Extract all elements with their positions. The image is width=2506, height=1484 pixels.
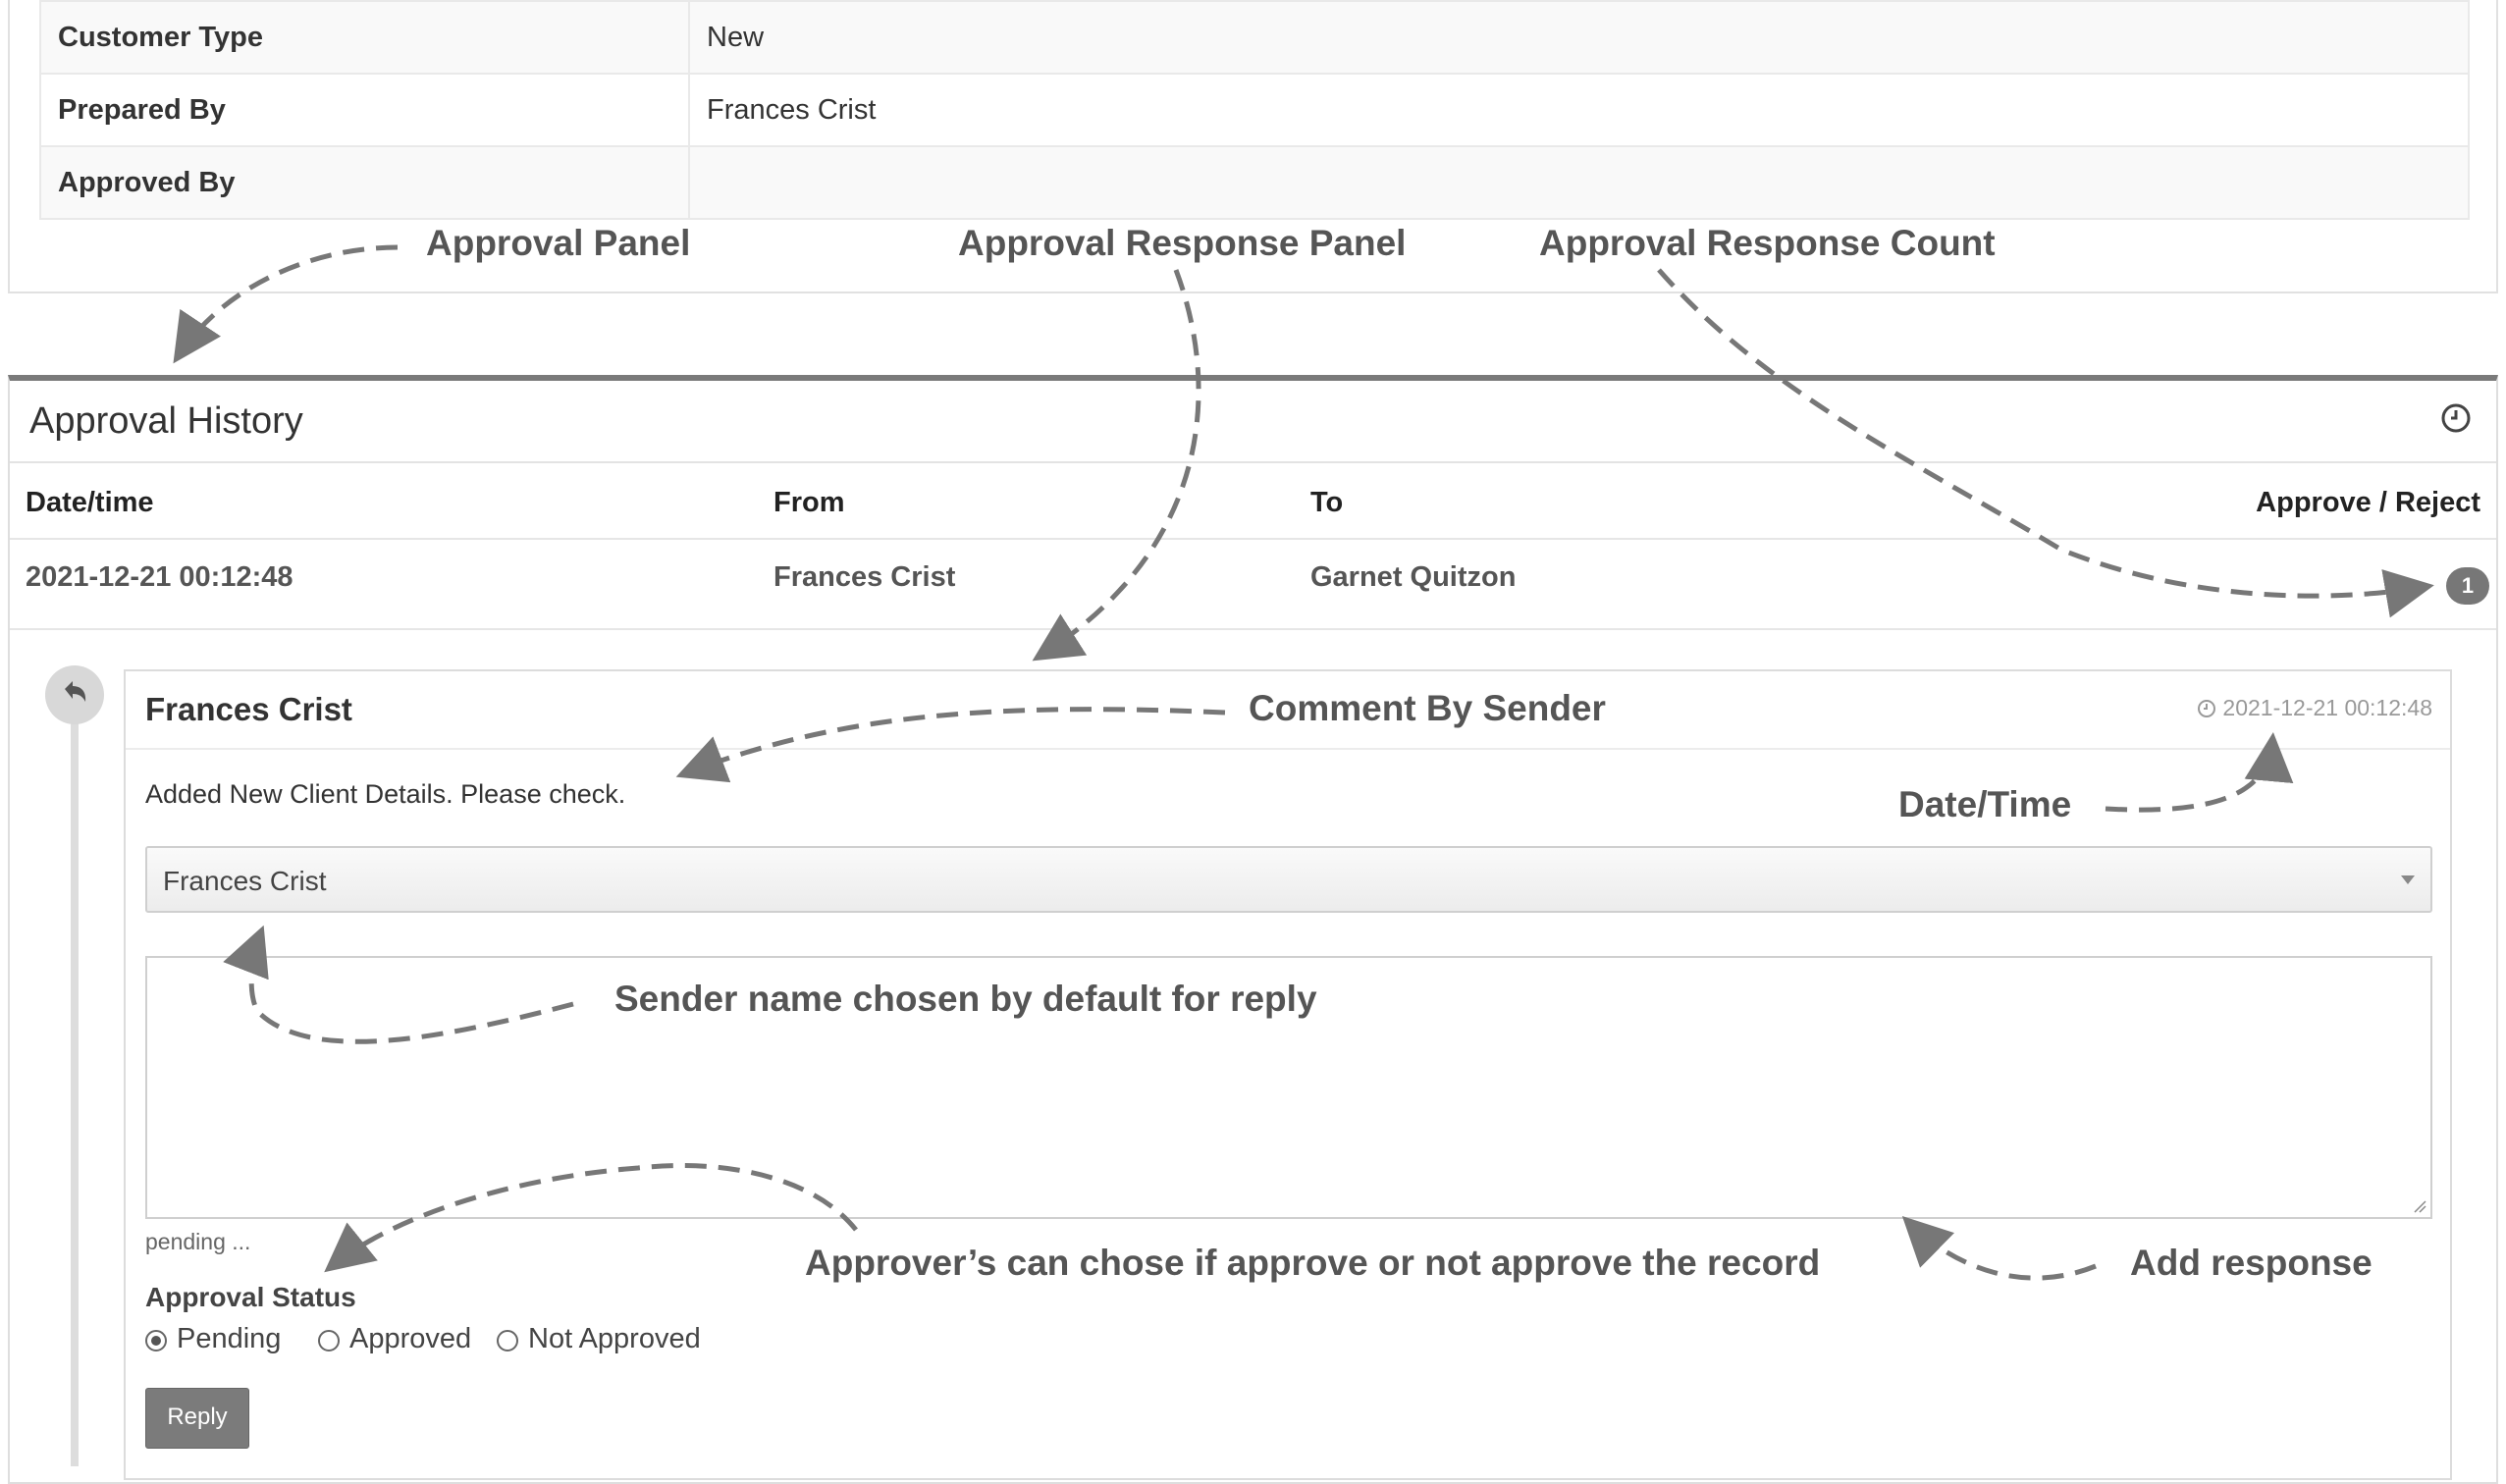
annotation-approval-response-panel: Approval Response Panel xyxy=(958,223,1407,263)
resize-handle-icon[interactable] xyxy=(2413,1199,2426,1213)
reply-status-text: pending ... xyxy=(145,1229,251,1254)
column-header-approve-reject: Approve / Reject xyxy=(2256,487,2480,518)
row-datetime: 2021-12-21 00:12:48 xyxy=(26,561,293,593)
column-header-to: To xyxy=(1310,487,1344,518)
row-to: Garnet Quitzon xyxy=(1310,561,1517,593)
annotation-approval-panel: Approval Panel xyxy=(426,223,691,263)
annotation-date-time: Date/Time xyxy=(1898,784,2072,824)
customer-type-label: Customer Type xyxy=(39,0,690,75)
table-row: Prepared By Frances Crist xyxy=(39,73,2470,147)
reply-icon xyxy=(45,665,104,724)
annotation-sender-default: Sender name chosen by default for reply xyxy=(614,979,1317,1019)
radio-pending-label: Pending xyxy=(177,1323,282,1354)
sender-name: Frances Crist xyxy=(145,691,352,727)
approval-history-panel: Approval History Date/time From To Appro… xyxy=(8,375,2498,1484)
radio-approved[interactable]: Approved xyxy=(318,1323,471,1355)
row-from: Frances Crist xyxy=(773,561,956,593)
reply-to-selected-value: Frances Crist xyxy=(163,866,327,896)
comment-text: Added New Client Details. Please check. xyxy=(145,779,626,809)
chevron-down-icon xyxy=(2401,875,2415,884)
annotation-add-response: Add response xyxy=(2130,1243,2373,1283)
prepared-by-value: Frances Crist xyxy=(688,73,2470,147)
reply-to-select[interactable]: Frances Crist xyxy=(145,846,2432,913)
timeline-line xyxy=(71,711,79,1466)
annotation-comment-by-sender: Comment By Sender xyxy=(1249,688,1606,728)
radio-unchecked-icon xyxy=(497,1330,518,1352)
table-row: Customer Type New xyxy=(39,0,2470,75)
radio-pending[interactable]: Pending xyxy=(145,1323,281,1355)
annotation-approval-response-count: Approval Response Count xyxy=(1539,223,1996,263)
radio-approved-label: Approved xyxy=(349,1323,472,1354)
table-row: Approved By xyxy=(39,145,2470,220)
row-divider xyxy=(10,538,2496,540)
response-count-badge[interactable]: 1 xyxy=(2446,567,2489,605)
prepared-by-label: Prepared By xyxy=(39,73,690,147)
clock-icon[interactable] xyxy=(2440,402,2472,434)
radio-not-approved-label: Not Approved xyxy=(528,1323,701,1354)
card-header: Frances Crist 2021-12-21 00:12:48 xyxy=(126,671,2450,750)
approval-status-label: Approval Status xyxy=(145,1282,356,1312)
approved-by-value xyxy=(688,145,2470,220)
approved-by-label: Approved By xyxy=(39,145,690,220)
approval-history-title: Approval History xyxy=(29,400,303,442)
comment-timestamp: 2021-12-21 00:12:48 xyxy=(2197,695,2432,721)
row-divider xyxy=(10,628,2496,630)
radio-not-approved[interactable]: Not Approved xyxy=(497,1323,701,1355)
comment-timestamp-text: 2021-12-21 00:12:48 xyxy=(2222,695,2432,720)
clock-icon xyxy=(2198,700,2216,717)
client-details-table: Customer Type New Prepared By Frances Cr… xyxy=(39,0,2470,220)
reply-button[interactable]: Reply xyxy=(145,1388,249,1449)
annotation-approver-choice: Approver’s can chose if approve or not a… xyxy=(805,1243,1821,1283)
customer-type-value: New xyxy=(688,0,2470,75)
column-header-datetime: Date/time xyxy=(26,487,154,518)
approval-response-card: Frances Crist 2021-12-21 00:12:48 Added … xyxy=(124,669,2452,1480)
column-header-from: From xyxy=(773,487,845,518)
approval-history-header: Approval History xyxy=(10,381,2496,463)
radio-unchecked-icon xyxy=(318,1330,340,1352)
radio-checked-icon xyxy=(145,1330,167,1352)
